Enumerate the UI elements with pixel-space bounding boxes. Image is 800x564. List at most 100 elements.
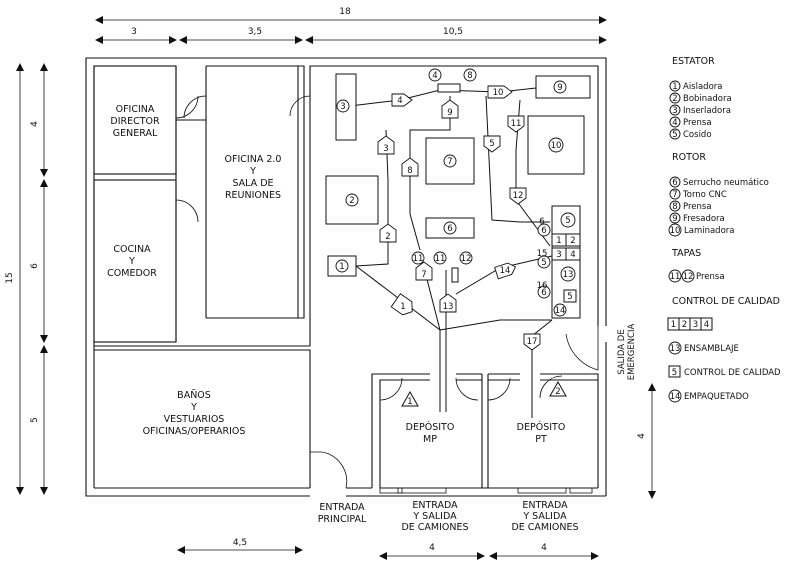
- dim-left-mid: 6: [30, 263, 40, 269]
- legend-tapas: 11 12 Prensa: [668, 269, 725, 283]
- room-oficina-2: OFICINA 2.0 Y SALA DE REUNIONES: [225, 154, 282, 201]
- flow-arrow-16: 16: [537, 281, 548, 291]
- legend-num: 2: [672, 94, 677, 104]
- entrance-camiones-1: ENTRADA Y SALIDA DE CAMIONES: [401, 500, 468, 533]
- legend-ensamblaje: 13 ENSAMBLAJE: [668, 341, 739, 355]
- room-label: EMERGENCIA: [627, 324, 637, 381]
- entrance-label: ENTRADA: [412, 500, 458, 511]
- dim-bottom-dep2: 4: [541, 543, 547, 553]
- entrance-label: Y SALIDA: [412, 511, 457, 522]
- machine-4-8-press: [437, 83, 461, 93]
- room-salida-emergencia: SALIDA DE EMERGENCIA: [617, 324, 637, 381]
- legend-item: Serrucho neumático: [683, 178, 769, 188]
- flow-arrow-11: 11: [507, 115, 525, 133]
- legend-num: 6: [672, 178, 677, 188]
- dim-left-bottom: 5: [30, 417, 40, 423]
- legend-item: Prensa: [696, 272, 725, 282]
- room-label: PT: [535, 434, 547, 445]
- legend-num: 1: [671, 320, 676, 330]
- cell-a2: 2: [570, 236, 575, 246]
- legend-num: 3: [693, 320, 698, 330]
- flow-arrow-6: 6: [539, 217, 544, 227]
- entrance-label: Y SALIDA: [522, 511, 567, 522]
- cell-5: 5: [567, 292, 572, 302]
- cluster-5-label: 5: [565, 216, 570, 226]
- room-label: Y: [249, 166, 256, 177]
- side-6b-label: 6: [541, 288, 546, 298]
- flow-arrow-label: 9: [447, 108, 452, 118]
- cell-b3: 3: [556, 250, 561, 260]
- walls: [85, 57, 607, 497]
- legend-item: ENSAMBLAJE: [684, 344, 739, 354]
- entrance-principal: ENTRADA PRINCIPAL: [318, 502, 367, 525]
- legend-item: Prensa: [683, 118, 712, 128]
- flow-arrow-label: 15: [537, 249, 548, 259]
- room-label: DEPÓSITO: [406, 421, 455, 433]
- flow-arrow-label: 8: [407, 166, 412, 176]
- flow-arrow-5: 5: [483, 135, 501, 153]
- machine-3-label: 3: [340, 102, 345, 112]
- room-label: MP: [423, 434, 437, 445]
- room-label: SALA DE: [232, 178, 273, 189]
- flow-arrow-label: 5: [489, 139, 494, 149]
- dim-seg-plant: 10,5: [443, 27, 463, 37]
- flow-arrow-label: 3: [383, 144, 388, 154]
- room-label: OFICINAS/OPERARIOS: [143, 426, 246, 437]
- legend-item: EMPAQUETADO: [684, 392, 749, 402]
- machine-10-label: 10: [551, 141, 562, 151]
- legend-num: 4: [704, 320, 709, 330]
- dim-seg-oficina: 3,5: [248, 27, 262, 37]
- cell-b4: 4: [570, 250, 575, 260]
- flow-arrow-8: 8: [401, 157, 419, 177]
- flow-arrow-label: 17: [527, 337, 538, 347]
- flow-arrow-4: 4: [391, 93, 413, 107]
- flow-arrow-label: 2: [385, 232, 390, 242]
- entrance-label: ENTRADA: [522, 500, 568, 511]
- legend-tapas-title: TAPAS: [671, 248, 701, 259]
- flow-arrow-17: 17: [523, 333, 541, 351]
- dim-total-width: 18: [339, 7, 351, 17]
- room-label: VESTUARIOS: [164, 414, 225, 425]
- side-5-label: 5: [541, 258, 546, 268]
- machine-6-label: 6: [447, 224, 452, 234]
- legend-num: 3: [672, 106, 677, 116]
- machine-11-label: 11: [413, 254, 424, 264]
- flow-arrow-label: 16: [537, 281, 548, 291]
- flow-arrow-9: 9: [441, 99, 459, 119]
- legend-item: Inserladora: [683, 106, 731, 116]
- entrance-label: DE CAMIONES: [511, 522, 578, 533]
- flow-arrow-13: 13: [439, 293, 457, 313]
- legend-num: 10: [670, 226, 681, 236]
- legend-empaquetado: 14 EMPAQUETADO: [668, 389, 749, 403]
- legend-num: 4: [672, 118, 677, 128]
- machine-9-label: 9: [557, 83, 562, 93]
- legend-estator-title: ESTATOR: [672, 56, 715, 67]
- legend-item: Aisladora: [683, 82, 722, 92]
- legend-num: 5: [672, 368, 677, 378]
- legend-num: 9: [672, 214, 677, 224]
- dimension-lines: 18 3 3,5 10,5 15 4 6 5 4,5 4 4 4: [5, 7, 656, 560]
- dim-left-top: 4: [30, 121, 40, 127]
- legend: ESTATOR 1 Aisladora 2 Bobinadora 3 Inser…: [667, 56, 781, 403]
- flow-arrow-14: 14: [494, 262, 517, 280]
- room-deposito-mp: 1 DEPÓSITO MP: [401, 390, 455, 445]
- machines: 3 2 1 7 6 4 8 9 10 11 11 12 5: [325, 68, 591, 319]
- legend-num: 8: [672, 202, 677, 212]
- machine-2-label: 2: [349, 196, 354, 206]
- legend-num: 12: [683, 272, 694, 282]
- flow-arrow-7: 7: [415, 261, 433, 281]
- legend-calidad-boxes: 1 2 3 4: [667, 317, 713, 331]
- flow-arrow-10: 10: [487, 85, 513, 99]
- machine-8-label: 8: [467, 71, 472, 81]
- flow-arrow-label: 7: [421, 270, 426, 280]
- flow-arrow-15: 15: [537, 249, 548, 259]
- room-cocina: COCINA Y COMEDOR: [107, 244, 157, 279]
- legend-item: Laminadora: [684, 226, 734, 236]
- room-label: COMEDOR: [107, 268, 157, 279]
- machine-2: [325, 175, 379, 225]
- entrance-camiones-2: ENTRADA Y SALIDA DE CAMIONES: [511, 500, 578, 533]
- legend-num: 7: [672, 190, 677, 200]
- room-label: BAÑOS: [177, 390, 211, 401]
- dim-bottom-dep1: 4: [429, 543, 435, 553]
